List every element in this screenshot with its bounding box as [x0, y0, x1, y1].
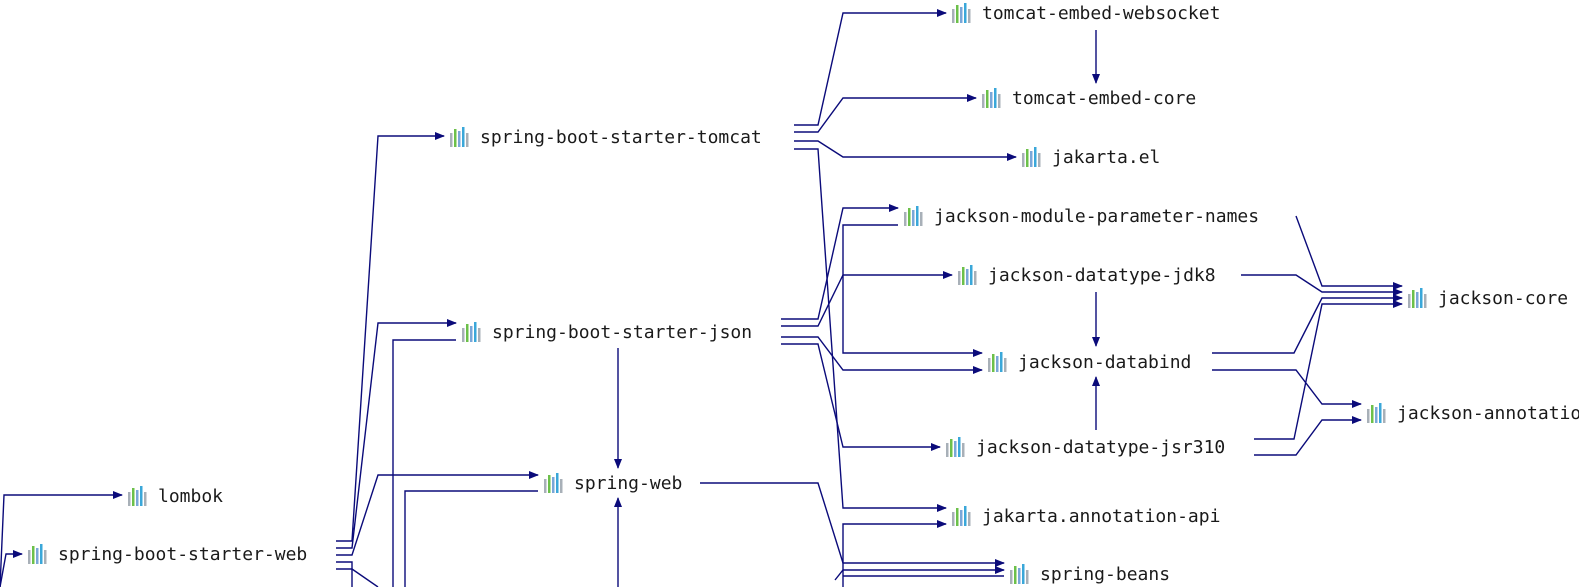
maven-artifact-icon: [952, 506, 971, 526]
edge-to-spring-beans-2: [834, 566, 1005, 581]
edge-jackson-databind-to-jackson-core: [1212, 294, 1403, 354]
maven-artifact-icon: [462, 322, 481, 342]
wire-starter-json-down: [392, 339, 456, 587]
maven-artifact-icon: [450, 127, 469, 147]
node-label: lombok: [158, 485, 224, 507]
edge-starter-json-to-jackson-module-parameter-names: [781, 204, 899, 320]
wire-starter-web-out: [336, 568, 379, 587]
edge-to-spring-boot-starter-web: [0, 550, 23, 587]
edge-starter-web-to-starter-json: [336, 319, 457, 549]
maven-artifact-icon: [904, 206, 923, 226]
node-spring-web[interactable]: spring-web: [542, 471, 682, 495]
edge-to-jakarta-annotation-api-2: [842, 520, 947, 587]
wire-starter-web-down: [336, 561, 353, 587]
maven-artifact-icon: [952, 3, 971, 23]
maven-artifact-icon: [128, 486, 147, 506]
node-label: jackson-datatype-jdk8: [988, 264, 1216, 286]
maven-artifact-icon: [958, 265, 977, 285]
edge-to-lombok: [0, 491, 123, 587]
node-jakarta-annotation-api[interactable]: jakarta.annotation-api: [950, 504, 1220, 528]
edge-starter-json-to-jackson-datatype-jsr310: [781, 343, 941, 451]
edge-starter-tomcat-to-tomcat-embed-websocket: [794, 9, 947, 126]
node-label: jackson-core: [1438, 287, 1569, 309]
node-label: spring-boot-starter-json: [492, 321, 753, 343]
node-spring-boot-starter-tomcat[interactable]: spring-boot-starter-tomcat: [448, 125, 762, 149]
maven-artifact-icon: [1022, 147, 1041, 167]
edge-jackson-module-parameter-names-to-jackson-core: [1295, 215, 1403, 290]
edge-starter-web-to-spring-web: [336, 471, 539, 556]
maven-artifact-icon: [988, 352, 1007, 372]
edge-jackson-module-parameter-names-to-jackson-databind: [842, 224, 983, 357]
edge-starter-tomcat-to-jakarta-el: [794, 140, 1017, 161]
node-spring-beans[interactable]: spring-beans: [1008, 562, 1170, 586]
node-jackson-datatype-jdk8[interactable]: jackson-datatype-jdk8: [956, 263, 1216, 287]
node-jackson-datatype-jsr310[interactable]: jackson-datatype-jsr310: [944, 435, 1225, 459]
node-label: tomcat-embed-websocket: [982, 2, 1221, 24]
maven-artifact-icon: [28, 544, 47, 564]
maven-artifact-icon: [982, 88, 1001, 108]
maven-artifact-icon: [1408, 288, 1427, 308]
edge-jackson-datatype-jsr310-to-jackson-annotations: [1254, 416, 1362, 456]
node-lombok[interactable]: lombok: [126, 484, 223, 508]
node-tomcat-embed-core[interactable]: tomcat-embed-core: [980, 86, 1196, 110]
maven-artifact-icon: [544, 473, 563, 493]
node-jackson-annotations[interactable]: jackson-annotations: [1365, 401, 1579, 425]
node-label: tomcat-embed-core: [1012, 87, 1197, 109]
node-label: jakarta.annotation-api: [982, 505, 1221, 527]
edge-starter-tomcat-to-jakarta-annotation-api: [794, 148, 947, 512]
edge-jackson-datatype-jsr310-to-jackson-core: [1254, 300, 1403, 440]
maven-artifact-icon: [1367, 403, 1386, 423]
node-label: spring-boot-starter-web: [58, 543, 308, 565]
node-label: jackson-annotations: [1397, 402, 1579, 424]
node-jackson-core[interactable]: jackson-core: [1406, 286, 1568, 310]
edge-jackson-databind-to-jackson-annotations: [1212, 369, 1362, 408]
edge-starter-tomcat-to-tomcat-embed-core: [794, 94, 977, 133]
node-label: jakarta.el: [1052, 146, 1161, 168]
node-jackson-module-parameter-names[interactable]: jackson-module-parameter-names: [902, 204, 1259, 228]
node-spring-boot-starter-json[interactable]: spring-boot-starter-json: [460, 320, 752, 344]
node-label: jackson-module-parameter-names: [934, 205, 1260, 227]
node-jakarta-el[interactable]: jakarta.el: [1020, 145, 1160, 169]
edge-starter-json-to-jackson-databind: [781, 336, 983, 374]
node-tomcat-embed-websocket[interactable]: tomcat-embed-websocket: [950, 1, 1220, 25]
edge-jackson-datatype-jdk8-to-jackson-core: [1241, 274, 1403, 296]
node-jackson-databind[interactable]: jackson-databind: [986, 350, 1191, 374]
node-spring-boot-starter-web[interactable]: spring-boot-starter-web: [26, 542, 307, 566]
wire-spring-web-down: [404, 490, 538, 587]
maven-artifact-icon: [1010, 564, 1029, 584]
node-label: jackson-datatype-jsr310: [976, 436, 1226, 458]
node-label: jackson-databind: [1018, 351, 1192, 373]
node-label: spring-beans: [1040, 563, 1171, 585]
edge-starter-web-to-starter-tomcat: [336, 132, 445, 542]
node-label: spring-boot-starter-tomcat: [480, 126, 762, 148]
edge-spring-web-to-spring-beans: [700, 482, 1005, 567]
maven-artifact-icon: [946, 437, 965, 457]
edge-starter-json-to-jackson-datatype-jdk8: [781, 271, 953, 327]
node-label: spring-web: [574, 472, 683, 494]
